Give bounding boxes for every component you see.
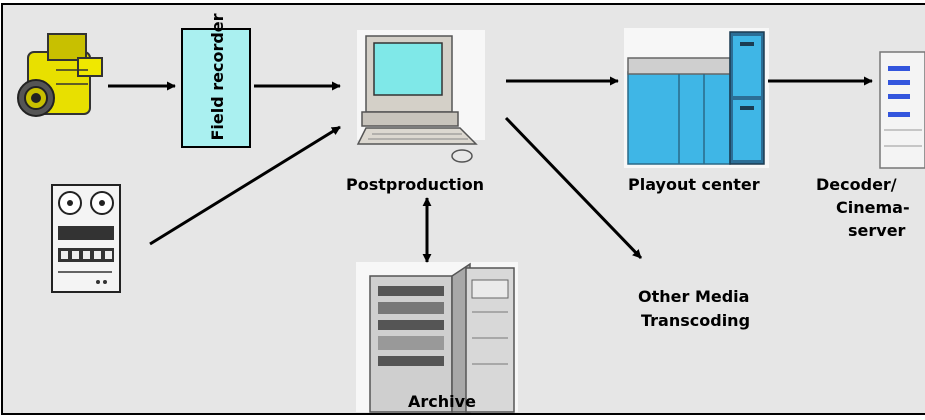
decoder-label-line1: Decoder/ xyxy=(816,175,897,194)
video-camera-icon xyxy=(17,33,103,117)
decoder-label-line2: Cinema- xyxy=(836,198,910,217)
archive-label: Archive xyxy=(408,392,476,411)
archive-rack-icon xyxy=(356,262,518,413)
decoder-server-icon xyxy=(879,51,925,169)
playout-center-label: Playout center xyxy=(628,175,760,194)
postproduction-label: Postproduction xyxy=(346,175,485,194)
other-media-label-line1: Other Media xyxy=(638,287,750,306)
decoder-label-line3: server xyxy=(848,221,906,240)
other-media-label-line2: Transcoding xyxy=(641,311,751,330)
playout-server-icon xyxy=(624,28,769,168)
field-recorder-label: Field recorder xyxy=(208,13,227,141)
tape-recorder-icon xyxy=(51,184,121,293)
arrow-tape-to-postproduction xyxy=(149,125,341,246)
field-recorder-box xyxy=(181,28,251,148)
computer-workstation-icon xyxy=(356,30,485,163)
arrow-postproduction-to-other-media xyxy=(504,116,643,260)
